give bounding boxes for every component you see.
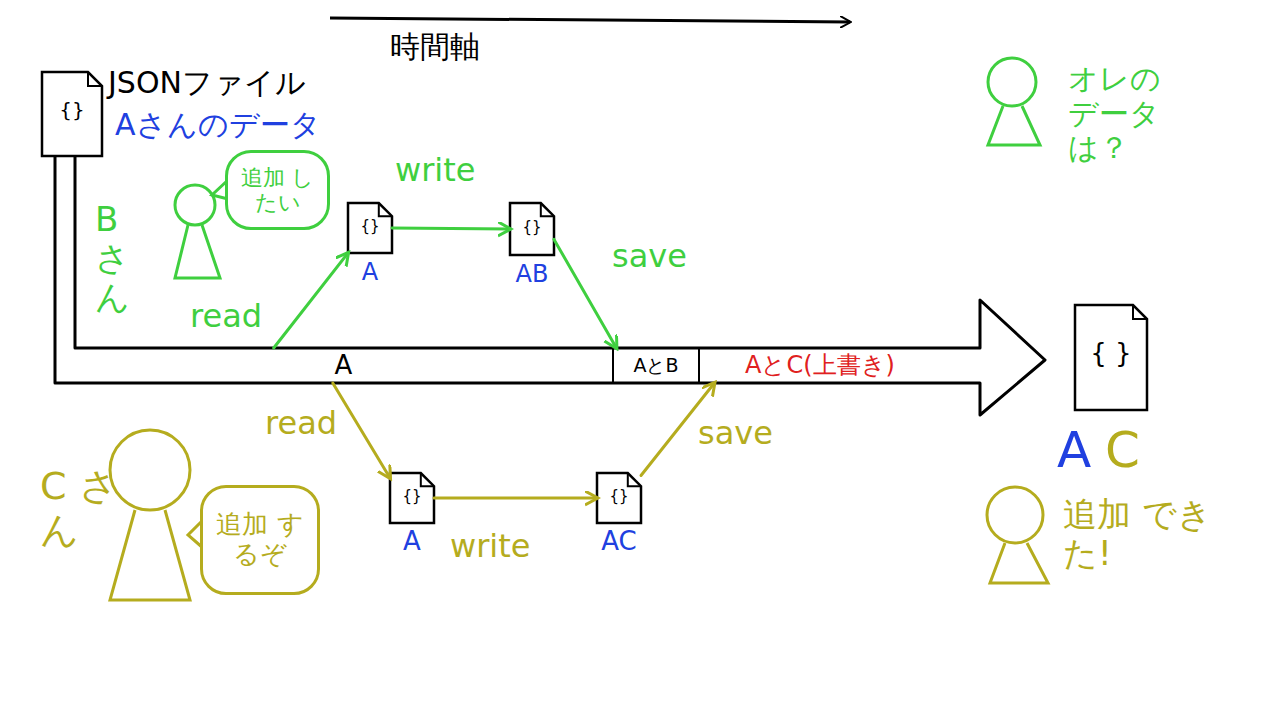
node-text: 追加 するぞ xyxy=(215,510,305,570)
file-outline xyxy=(42,72,102,156)
edge-label: read xyxy=(265,405,337,442)
edge-label: write xyxy=(395,152,475,189)
speech-bubble: 追加 したい xyxy=(225,150,330,230)
person-name: B さん xyxy=(95,200,155,317)
node-text: 追加 したい xyxy=(240,165,315,216)
file-outline xyxy=(510,203,554,255)
timeline-segment: AとC(上書き) xyxy=(700,348,940,383)
timeline-segment: AとB xyxy=(612,348,700,383)
node-text: {} xyxy=(390,488,434,505)
flow-arrow xyxy=(554,239,616,348)
node-text: {} xyxy=(42,99,102,121)
file-icon: {}A xyxy=(348,203,392,253)
node-text: JSONファイル xyxy=(108,66,306,99)
speech-text: オレの データは？ xyxy=(1068,62,1188,166)
flow-arrow xyxy=(434,497,597,500)
timeline-band xyxy=(55,155,1045,415)
file-fold xyxy=(88,72,102,86)
edge-label: read xyxy=(190,298,262,335)
node-text: {} xyxy=(597,488,641,505)
person-name: C さん xyxy=(40,465,120,552)
flow-arrow xyxy=(274,253,348,348)
node-text: Aさんのデータ xyxy=(115,108,321,141)
person-b xyxy=(175,185,220,278)
time-axis-arrow xyxy=(330,18,850,22)
file-fold xyxy=(421,473,434,486)
person-c xyxy=(110,430,190,600)
node-text: AB xyxy=(490,261,574,287)
speech-bubble: 追加 するぞ xyxy=(200,485,320,595)
file-icon: {}AB xyxy=(510,203,554,255)
file-icon: {}A xyxy=(390,473,434,523)
node-text: C xyxy=(1105,423,1140,478)
node-text: A xyxy=(335,351,353,381)
file-outline xyxy=(390,473,434,523)
person-owner xyxy=(988,58,1040,145)
file-icon: {}AC xyxy=(597,473,641,523)
node-text: AとC(上書き) xyxy=(745,352,895,380)
node-text: {} xyxy=(348,218,392,235)
file-fold xyxy=(541,203,554,216)
node-text: A xyxy=(328,259,412,285)
file-fold xyxy=(1133,305,1147,319)
edge-label: save xyxy=(698,415,773,452)
person-c-done xyxy=(987,487,1048,583)
file-outline xyxy=(1075,305,1147,410)
file-fold xyxy=(379,203,392,216)
node-text: AC xyxy=(577,527,661,556)
timeline-segment: A xyxy=(75,348,612,383)
edge-label: save xyxy=(612,238,687,275)
file-fold xyxy=(628,473,641,486)
speech-text: 追加 できた! xyxy=(1063,495,1213,573)
json-file-icon: {}JSONファイルAさんのデータ xyxy=(42,72,102,156)
node-text: A xyxy=(370,527,454,556)
edge-label: write xyxy=(450,528,530,565)
node-text: AとB xyxy=(633,355,678,377)
node-text: A xyxy=(1057,423,1091,478)
node-text: { } xyxy=(1075,339,1147,368)
file-outline xyxy=(597,473,641,523)
axis-label: 時間軸 xyxy=(390,30,590,65)
node-text: {} xyxy=(510,219,554,236)
result-file-icon: { }AC xyxy=(1075,305,1147,410)
file-outline xyxy=(348,203,392,253)
flow-arrow xyxy=(333,383,390,478)
flow-arrow xyxy=(392,228,510,229)
